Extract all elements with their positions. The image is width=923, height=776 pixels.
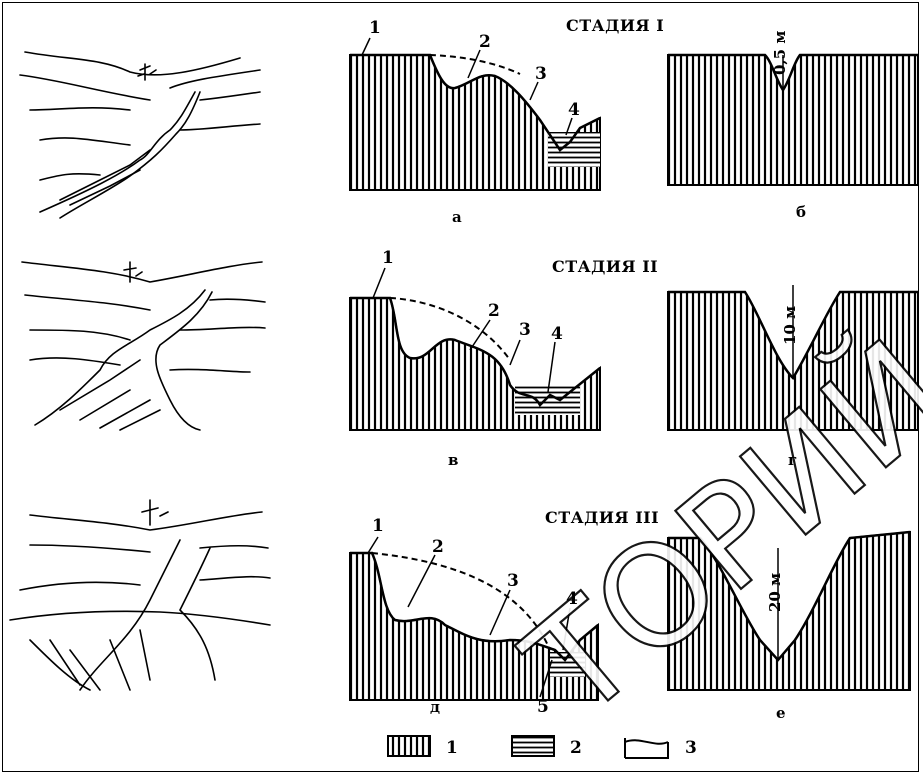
sketch-stage-1 bbox=[20, 52, 260, 218]
profile-v-num-1: 1 bbox=[382, 250, 394, 267]
profile-a-num-2: 2 bbox=[479, 34, 491, 51]
panel-v-label: в bbox=[448, 453, 458, 468]
depth-b-label: 0,5 м bbox=[773, 31, 788, 75]
legend-label-1: 1 bbox=[446, 740, 458, 757]
stage-2-title: СТАДИЯ II bbox=[552, 259, 658, 275]
profile-b bbox=[668, 55, 918, 185]
legend-label-3: 3 bbox=[685, 740, 697, 757]
stage-1-title: СТАДИЯ I bbox=[566, 18, 664, 34]
panel-e-label: е bbox=[776, 706, 786, 721]
panel-d-label: д bbox=[430, 700, 440, 715]
sketch-stage-2 bbox=[22, 262, 265, 430]
profile-d-num-3: 3 bbox=[507, 573, 519, 590]
profile-a-num-4: 4 bbox=[568, 102, 580, 119]
profile-d-num-2: 2 bbox=[432, 539, 444, 556]
depth-e-label: 20 м bbox=[768, 573, 783, 612]
panel-b-label: б bbox=[796, 205, 806, 220]
profile-v-num-3: 3 bbox=[519, 322, 531, 339]
panel-g-label: г bbox=[788, 453, 797, 468]
profile-v-num-2: 2 bbox=[488, 303, 500, 320]
sketch-stage-3 bbox=[10, 500, 270, 690]
depth-g-label: 10 м bbox=[783, 306, 798, 345]
legend-label-2: 2 bbox=[570, 740, 582, 757]
profile-d-num-1: 1 bbox=[372, 518, 384, 535]
legend bbox=[388, 736, 668, 758]
profile-d-num-4: 4 bbox=[566, 591, 578, 608]
profile-a-num-3: 3 bbox=[535, 66, 547, 83]
profile-v bbox=[350, 268, 600, 430]
panel-a-label: а bbox=[452, 210, 462, 225]
profile-d-num-5: 5 bbox=[537, 699, 549, 716]
profile-a-num-1: 1 bbox=[369, 20, 381, 37]
stage-3-title: СТАДИЯ III bbox=[545, 510, 659, 526]
profile-v-num-4: 4 bbox=[551, 326, 563, 343]
profile-a bbox=[350, 38, 600, 190]
